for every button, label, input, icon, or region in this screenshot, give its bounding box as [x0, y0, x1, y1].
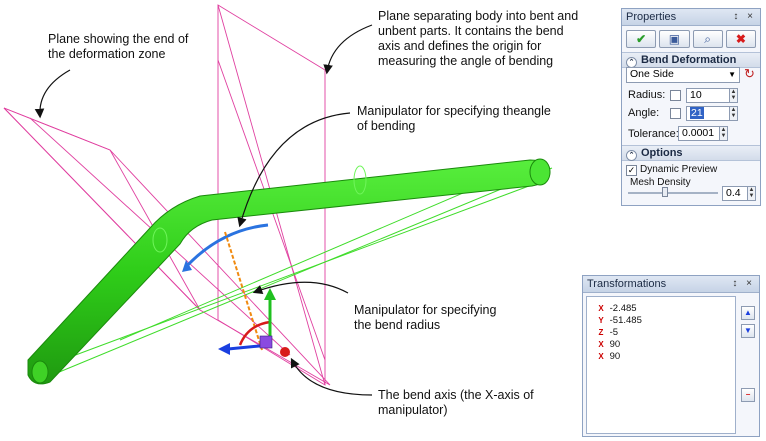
- angle-manipulator[interactable]: [182, 223, 269, 351]
- check-icon: ✔: [636, 32, 647, 46]
- section-label: Bend Deformation: [641, 54, 737, 66]
- transform-gizmo[interactable]: [218, 288, 290, 357]
- annotation-line: Manipulator for specifying theangle: [357, 104, 551, 118]
- mesh-density-value: 0.4: [726, 187, 741, 199]
- annotation-line: Manipulator for specifying: [354, 303, 497, 317]
- annotation-plane-end: Plane showing the end of the deformation…: [48, 32, 188, 62]
- preview-button[interactable]: ▣: [659, 30, 690, 48]
- callout-arrows: [34, 24, 373, 396]
- transformations-title-bar: Transformations ↕ ×: [583, 276, 759, 293]
- angle-value: 21: [690, 107, 704, 119]
- angle-input[interactable]: 21: [686, 106, 730, 121]
- tolerance-value: 0.0001: [682, 127, 715, 139]
- section-label: Options: [641, 147, 683, 159]
- radius-spinner[interactable]: ▲▼: [729, 88, 738, 103]
- tube-start-cap: [31, 360, 49, 384]
- section-bend-deformation[interactable]: ⌃Bend Deformation: [622, 52, 760, 68]
- window-icon: ▣: [668, 32, 681, 46]
- dynamic-preview-checkbox[interactable]: ✓: [626, 165, 637, 176]
- refresh-icon[interactable]: ↻: [744, 66, 755, 81]
- chevron-up-icon: ⌃: [626, 150, 637, 161]
- radius-label: Radius:: [628, 89, 666, 101]
- angle-label: Angle:: [628, 107, 660, 119]
- properties-title: Properties: [626, 11, 677, 23]
- row-value: 90: [609, 339, 621, 350]
- annotation-line: manipulator): [378, 403, 448, 417]
- panel-pin-close-icons[interactable]: ↕ ×: [732, 278, 755, 289]
- section-options[interactable]: ⌃ Options: [622, 145, 760, 161]
- apply-button[interactable]: ✔: [626, 30, 657, 48]
- zoom-button[interactable]: ⌕: [692, 30, 723, 48]
- annotation-line: unbent parts. It contains the bend: [378, 24, 564, 38]
- angle-spinner[interactable]: ▲▼: [729, 106, 738, 121]
- annotation-line: The bend axis (the X-axis of: [378, 388, 534, 402]
- annotation-line: of bending: [357, 119, 416, 133]
- mesh-density-slider[interactable]: [628, 192, 718, 194]
- transformations-title: Transformations: [587, 278, 667, 290]
- annotation-separating-plane: Plane separating body into bent and unbe…: [378, 9, 578, 69]
- translate-icon: X: [598, 304, 604, 313]
- annotation-radius-manipulator: Manipulator for specifying the bend radi…: [354, 303, 496, 333]
- remove-button[interactable]: −: [741, 388, 755, 402]
- properties-panel: Properties ↕ × ✔ ▣ ⌕ ✖ ⌃Bend Deformation…: [621, 8, 761, 206]
- tolerance-spinner[interactable]: ▲▼: [719, 126, 728, 141]
- cancel-button[interactable]: ✖: [725, 30, 756, 48]
- list-item[interactable]: Y -51.485: [595, 315, 642, 326]
- tolerance-label: Tolerance:: [628, 128, 679, 140]
- annotation-line: Plane showing the end of: [48, 32, 189, 46]
- transformations-list[interactable]: X -2.485 Y -51.485 Z -5 X 90 X 90: [586, 296, 736, 434]
- mesh-density-input[interactable]: 0.4: [722, 186, 748, 201]
- tube-section-ring: [353, 165, 367, 195]
- list-item[interactable]: X -2.485: [595, 303, 637, 314]
- row-value: -2.485: [609, 303, 637, 314]
- list-item[interactable]: X 90: [595, 351, 620, 362]
- list-item[interactable]: Z -5: [595, 327, 619, 338]
- transformations-panel: Transformations ↕ × X -2.485 Y -51.485 Z…: [582, 275, 760, 437]
- close-icon: ✖: [735, 32, 746, 46]
- panel-pin-close-icons[interactable]: ↕ ×: [733, 11, 756, 22]
- radius-checkbox[interactable]: [670, 90, 681, 101]
- move-up-button[interactable]: ▲: [741, 306, 755, 320]
- radius-input[interactable]: 10: [686, 88, 730, 103]
- tolerance-input[interactable]: 0.0001: [678, 126, 720, 141]
- mesh-density-label: Mesh Density: [630, 177, 691, 188]
- move-down-button[interactable]: ▼: [741, 324, 755, 338]
- tube-end-cap: [529, 158, 551, 186]
- radius-value: 10: [690, 89, 702, 101]
- annotation-line: the deformation zone: [48, 47, 166, 61]
- annotation-line: measuring the angle of bending: [378, 54, 554, 68]
- properties-toolbar: ✔ ▣ ⌕ ✖: [622, 26, 760, 52]
- translate-icon: Z: [598, 328, 604, 337]
- row-value: 90: [609, 351, 621, 362]
- mode-select[interactable]: One Side ▼: [626, 67, 740, 83]
- mode-value: One Side: [630, 68, 674, 80]
- list-item[interactable]: X 90: [595, 339, 620, 350]
- annotation-line: axis and defines the origin for: [378, 39, 542, 53]
- rotate-icon: X: [598, 352, 604, 361]
- mesh-density-spinner[interactable]: ▲▼: [747, 186, 756, 201]
- annotation-line: the bend radius: [354, 318, 441, 332]
- magnifier-icon: ⌕: [704, 31, 711, 46]
- chevron-down-icon: ▼: [728, 70, 736, 79]
- annotation-line: Plane separating body into bent and: [378, 9, 579, 23]
- properties-title-bar: Properties ↕ ×: [622, 9, 760, 26]
- translate-icon: Y: [598, 316, 604, 325]
- annotation-angle-manipulator: Manipulator for specifying theangle of b…: [357, 104, 551, 134]
- row-value: -5: [609, 327, 619, 338]
- row-value: -51.485: [609, 315, 642, 326]
- annotation-bend-axis: The bend axis (the X-axis of manipulator…: [378, 388, 534, 418]
- angle-checkbox[interactable]: [670, 108, 681, 119]
- bend-axis-handle[interactable]: [280, 347, 290, 357]
- rotate-icon: X: [598, 340, 604, 349]
- slider-thumb[interactable]: [662, 187, 668, 197]
- dynamic-preview-label: Dynamic Preview: [640, 164, 718, 175]
- tube-bend-ring: [152, 227, 168, 253]
